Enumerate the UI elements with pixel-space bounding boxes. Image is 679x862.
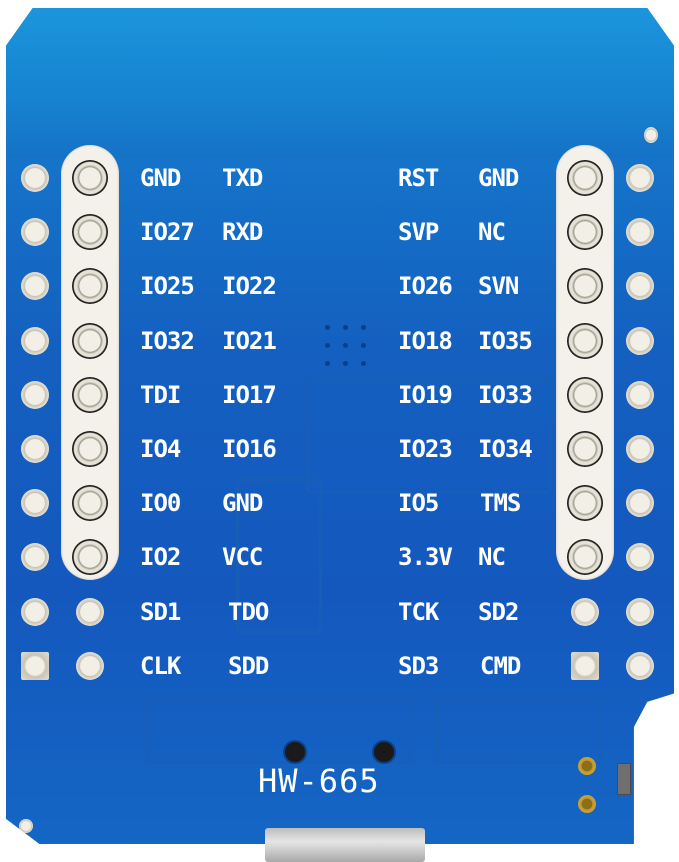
pin-pad[interactable] bbox=[21, 164, 49, 192]
pin-pad[interactable] bbox=[76, 652, 104, 680]
pin-pad[interactable] bbox=[626, 164, 654, 192]
pin-label: CMD bbox=[480, 652, 521, 680]
pin-label: TCK bbox=[398, 598, 439, 626]
pin-label: GND bbox=[478, 164, 519, 192]
mounting-hole bbox=[372, 740, 396, 764]
pin-pad[interactable] bbox=[567, 539, 603, 575]
pin-pad[interactable] bbox=[72, 485, 108, 521]
pin-pad[interactable] bbox=[21, 652, 49, 680]
pin-label: RXD bbox=[222, 218, 263, 246]
pin-label: IO2 bbox=[140, 543, 181, 571]
pin-pad[interactable] bbox=[567, 485, 603, 521]
pin-pad[interactable] bbox=[626, 598, 654, 626]
pin-label: NC bbox=[478, 543, 506, 571]
gold-pad bbox=[578, 757, 596, 775]
pin-label: TDI bbox=[140, 381, 181, 409]
pin-label: RST bbox=[398, 164, 439, 192]
pin-label: IO34 bbox=[478, 435, 533, 463]
pin-pad[interactable] bbox=[626, 381, 654, 409]
usb-connector[interactable] bbox=[265, 828, 425, 862]
model-silkscreen: HW-665 bbox=[258, 762, 380, 800]
pin-label: IO35 bbox=[478, 327, 533, 355]
pin-label: IO33 bbox=[478, 381, 533, 409]
pin-label: NC bbox=[478, 218, 506, 246]
pin-label: IO27 bbox=[140, 218, 195, 246]
side-switch[interactable] bbox=[617, 763, 631, 795]
pin-label: IO22 bbox=[222, 272, 277, 300]
pin-label: GND bbox=[140, 164, 181, 192]
pin-pad[interactable] bbox=[21, 598, 49, 626]
pcb-trace bbox=[306, 378, 552, 494]
pin-pad[interactable] bbox=[72, 268, 108, 304]
pin-pad[interactable] bbox=[21, 272, 49, 300]
pin-label: IO18 bbox=[398, 327, 453, 355]
pin-label: IO16 bbox=[222, 435, 277, 463]
pin-pad[interactable] bbox=[21, 435, 49, 463]
pin-label: IO19 bbox=[398, 381, 453, 409]
pin-label: SD2 bbox=[478, 598, 519, 626]
pin-pad[interactable] bbox=[626, 218, 654, 246]
pin-label: IO25 bbox=[140, 272, 195, 300]
pin-pad[interactable] bbox=[21, 381, 49, 409]
pcb-trace bbox=[236, 478, 322, 634]
pin-label: TMS bbox=[480, 489, 521, 517]
pin-pad[interactable] bbox=[567, 268, 603, 304]
mounting-hole bbox=[283, 740, 307, 764]
pin-label: SD1 bbox=[140, 598, 181, 626]
pin-pad[interactable] bbox=[571, 598, 599, 626]
pin-label: IO21 bbox=[222, 327, 277, 355]
pin-pad[interactable] bbox=[72, 160, 108, 196]
pin-label: SDD bbox=[228, 652, 269, 680]
pin-label: SVN bbox=[478, 272, 519, 300]
pin-label: IO4 bbox=[140, 435, 181, 463]
pcb-top-area bbox=[6, 8, 674, 158]
corner-pad bbox=[19, 819, 33, 833]
pin-label: IO26 bbox=[398, 272, 453, 300]
pin-pad[interactable] bbox=[626, 652, 654, 680]
pin-pad[interactable] bbox=[76, 598, 104, 626]
pin-label: TXD bbox=[222, 164, 263, 192]
pin-label: SVP bbox=[398, 218, 439, 246]
pin-pad[interactable] bbox=[567, 431, 603, 467]
pin-pad[interactable] bbox=[21, 327, 49, 355]
pin-label: VCC bbox=[222, 543, 263, 571]
test-pad bbox=[644, 127, 658, 143]
pin-pad[interactable] bbox=[72, 377, 108, 413]
pin-pad[interactable] bbox=[21, 218, 49, 246]
pin-pad[interactable] bbox=[626, 327, 654, 355]
pin-pad[interactable] bbox=[567, 377, 603, 413]
pin-pad[interactable] bbox=[72, 539, 108, 575]
pin-pad[interactable] bbox=[567, 214, 603, 250]
pin-label: IO17 bbox=[222, 381, 277, 409]
pin-pad[interactable] bbox=[567, 160, 603, 196]
pin-pad[interactable] bbox=[567, 323, 603, 359]
pcb-trace bbox=[436, 698, 602, 764]
pcb-trace bbox=[146, 698, 412, 764]
pin-pad[interactable] bbox=[21, 543, 49, 571]
pin-label: SD3 bbox=[398, 652, 439, 680]
pin-label: 3.3V bbox=[398, 543, 453, 571]
pin-pad[interactable] bbox=[21, 489, 49, 517]
gold-pad bbox=[578, 795, 596, 813]
pin-pad[interactable] bbox=[626, 272, 654, 300]
pin-label: CLK bbox=[140, 652, 181, 680]
pin-label: IO23 bbox=[398, 435, 453, 463]
pin-pad[interactable] bbox=[72, 431, 108, 467]
pin-label: IO0 bbox=[140, 489, 181, 517]
pin-pad[interactable] bbox=[626, 435, 654, 463]
pin-label: TDO bbox=[228, 598, 269, 626]
pin-label: IO5 bbox=[398, 489, 439, 517]
pin-label: IO32 bbox=[140, 327, 195, 355]
pin-pad[interactable] bbox=[626, 543, 654, 571]
pin-pad[interactable] bbox=[72, 214, 108, 250]
pin-pad[interactable] bbox=[626, 489, 654, 517]
pin-pad[interactable] bbox=[72, 323, 108, 359]
pin-label: GND bbox=[222, 489, 263, 517]
pin-pad[interactable] bbox=[571, 652, 599, 680]
